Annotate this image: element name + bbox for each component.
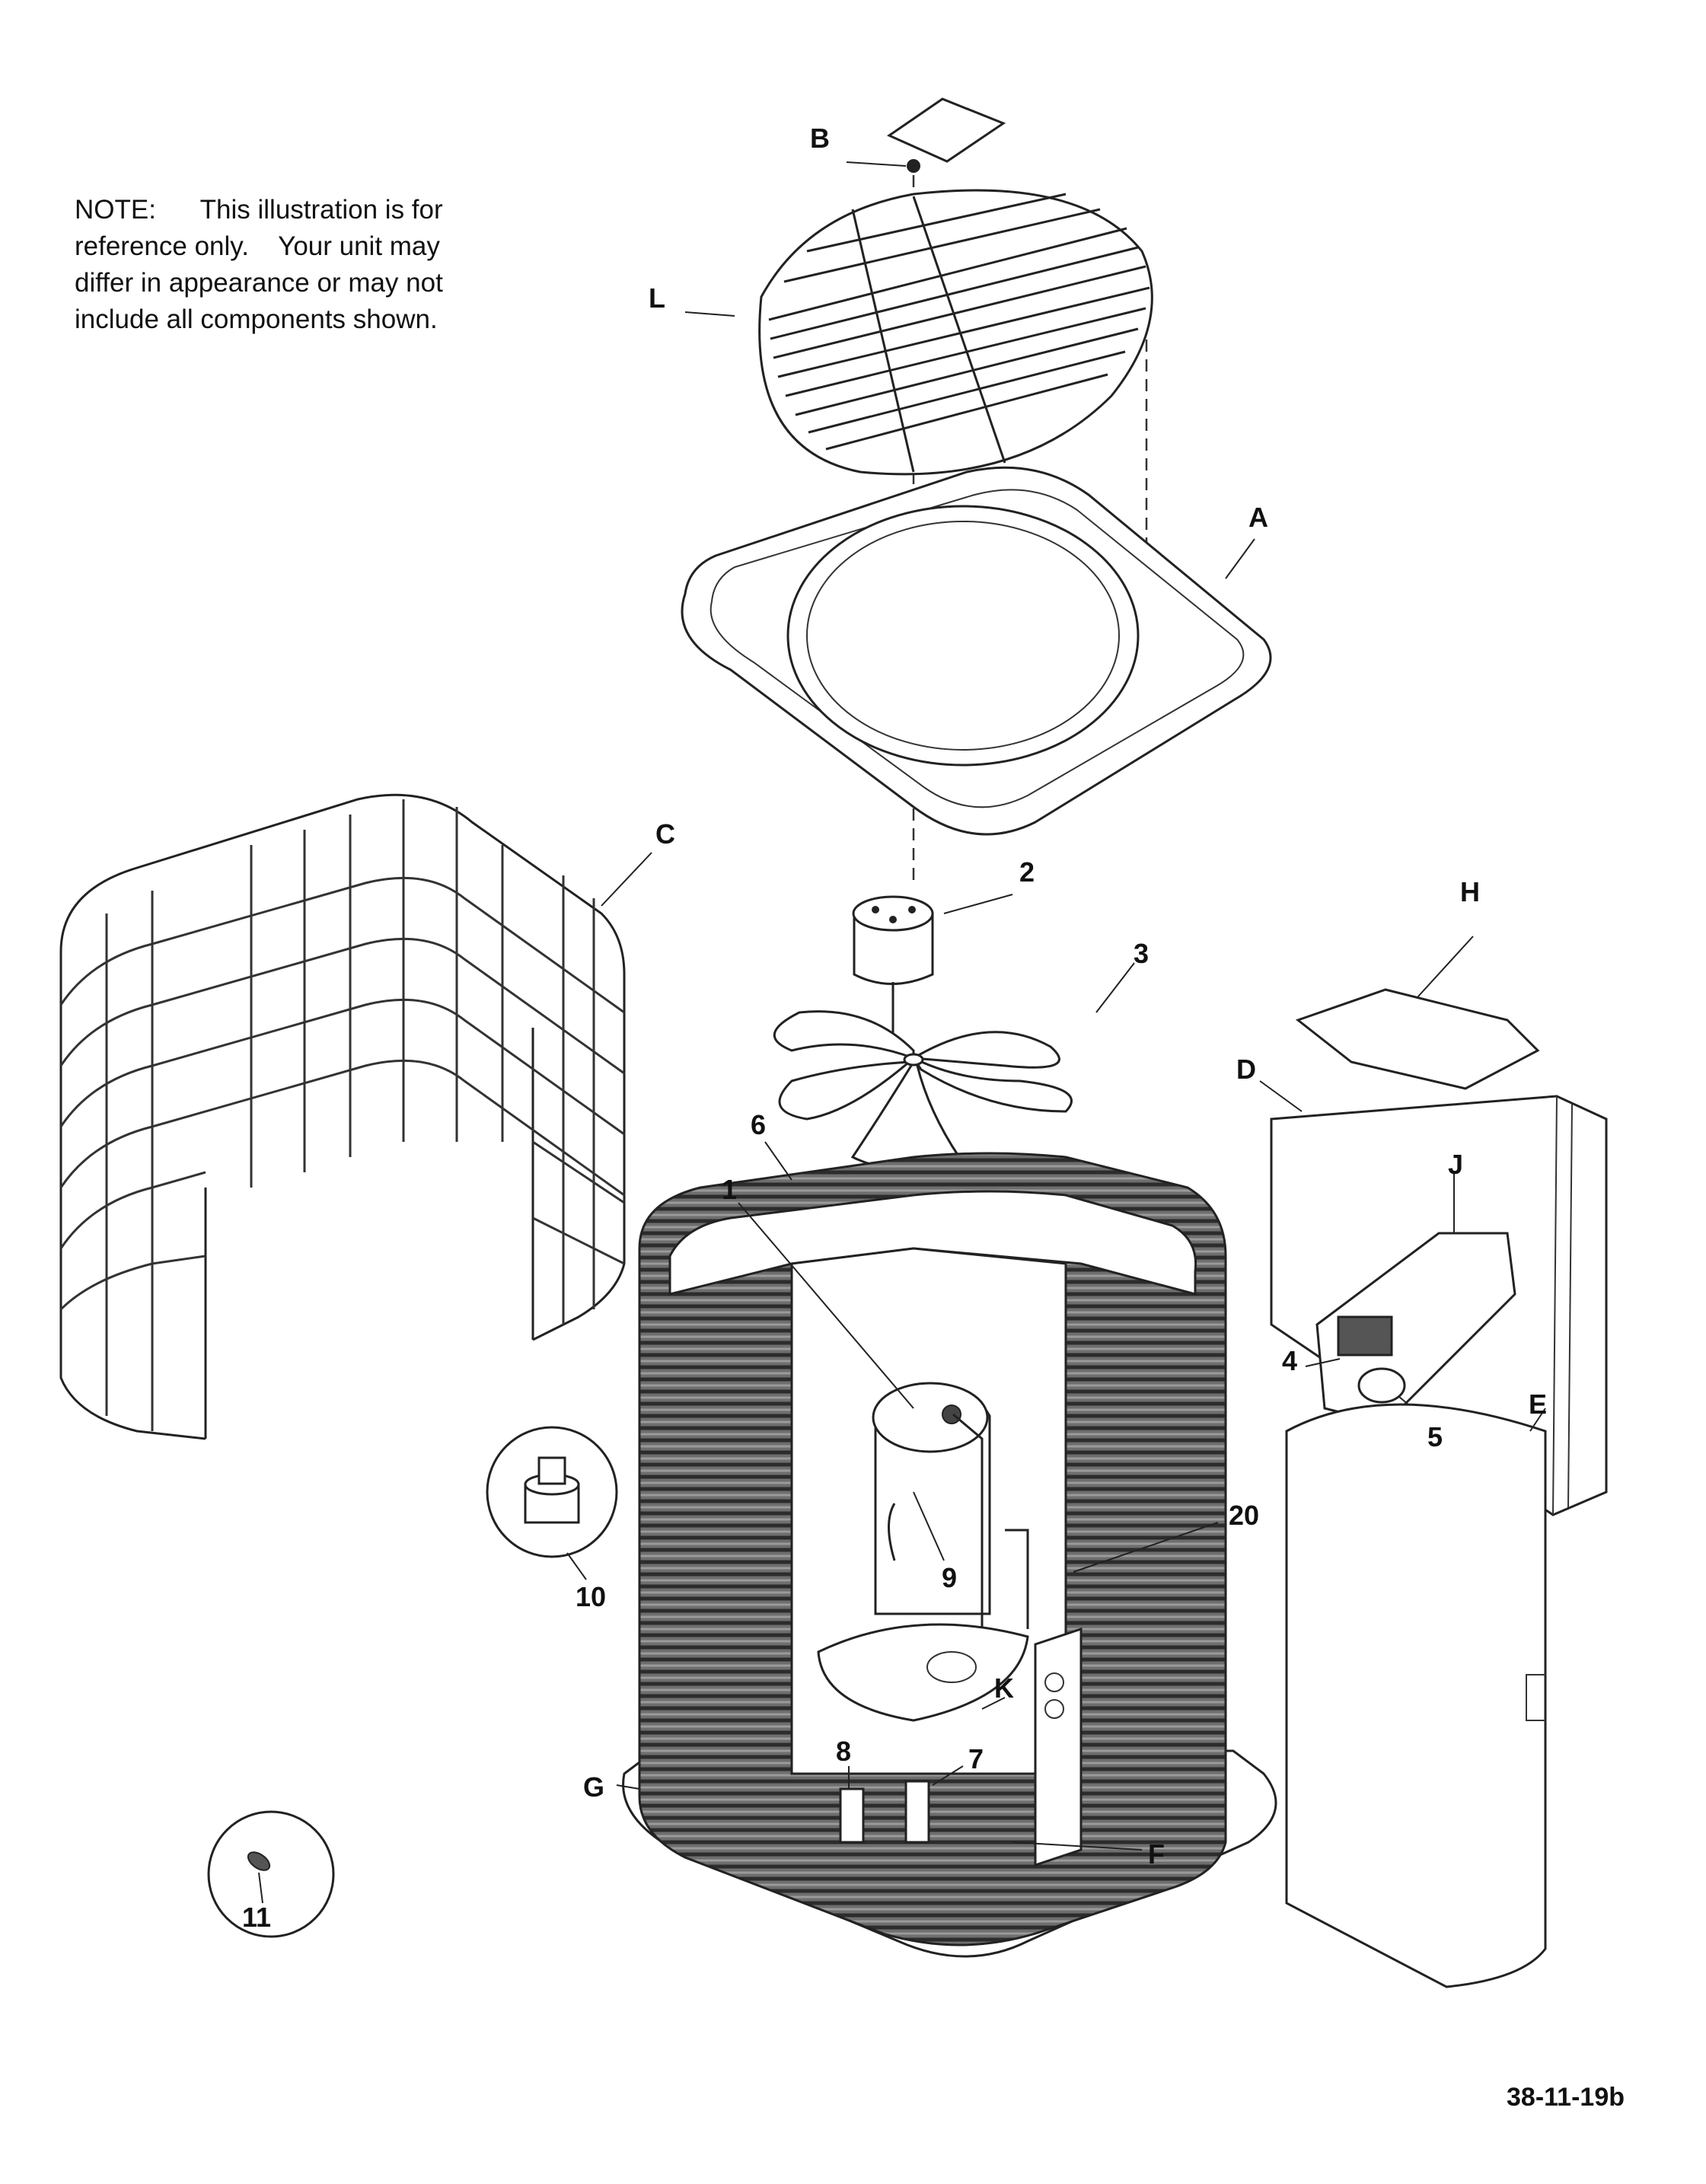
callout-b: B <box>810 123 830 154</box>
note-line-1: NOTE: This illustration is for <box>75 195 443 225</box>
tubing-part-9 <box>888 1491 945 1561</box>
callout-11: 11 <box>242 1902 272 1933</box>
callout-f: F <box>1148 1838 1165 1870</box>
callout-4: 4 <box>1282 1345 1298 1376</box>
note-line-4: include all components shown. <box>75 304 438 334</box>
callout-2: 2 <box>1019 856 1035 888</box>
service-valve-part-8 <box>839 1766 865 1844</box>
callout-g: G <box>583 1771 605 1803</box>
valve-panel-part-f <box>1012 1627 1143 1867</box>
callout-d: D <box>1236 1054 1256 1085</box>
callout-k: K <box>994 1672 1014 1704</box>
compressor-shield-part-k <box>817 1623 1029 1722</box>
access-panel-part-e <box>1285 1403 1547 1988</box>
callout-6: 6 <box>751 1109 767 1140</box>
callout-7: 7 <box>968 1743 984 1774</box>
callout-e: E <box>1529 1389 1548 1420</box>
callout-8: 8 <box>836 1736 852 1767</box>
fan-guard-grille-part-l <box>684 189 1153 476</box>
detail-circle-part-11 <box>207 1810 335 1938</box>
top-panel-part-a <box>681 466 1272 836</box>
callout-3: 3 <box>1134 938 1150 969</box>
control-box-cover-part-h <box>1295 936 1540 1090</box>
callout-a: A <box>1248 502 1268 533</box>
callout-9: 9 <box>942 1562 958 1593</box>
callout-20: 20 <box>1229 1500 1260 1531</box>
fan-nut-part-b <box>846 159 920 173</box>
callout-10: 10 <box>576 1581 607 1612</box>
callout-l: L <box>649 282 665 314</box>
compressor-part-1 <box>738 1202 1029 1629</box>
coil-part-20 <box>1073 1522 1219 1573</box>
detail-circle-part-10 <box>486 1426 618 1580</box>
callout-5: 5 <box>1427 1421 1443 1452</box>
contactor-part-4 <box>1305 1358 1341 1367</box>
callout-1: 1 <box>722 1174 738 1205</box>
callout-c: C <box>655 818 675 850</box>
reference-note: NOTE: This illustration is for reference… <box>75 192 547 338</box>
callout-h: H <box>1460 876 1480 907</box>
figure-id: 38-11-19b <box>1507 2083 1625 2112</box>
note-line-3: differ in appearance or may not <box>75 268 443 298</box>
fan-motor-part-2 <box>852 894 1013 1035</box>
top-cover-plate <box>886 97 1006 163</box>
callout-j: J <box>1448 1149 1464 1180</box>
fan-blade-part-3 <box>773 962 1135 1170</box>
wire-coil-guard-part-c <box>59 793 652 1440</box>
service-valve-part-7 <box>904 1765 964 1844</box>
note-line-2: reference only. Your unit may <box>75 231 440 261</box>
